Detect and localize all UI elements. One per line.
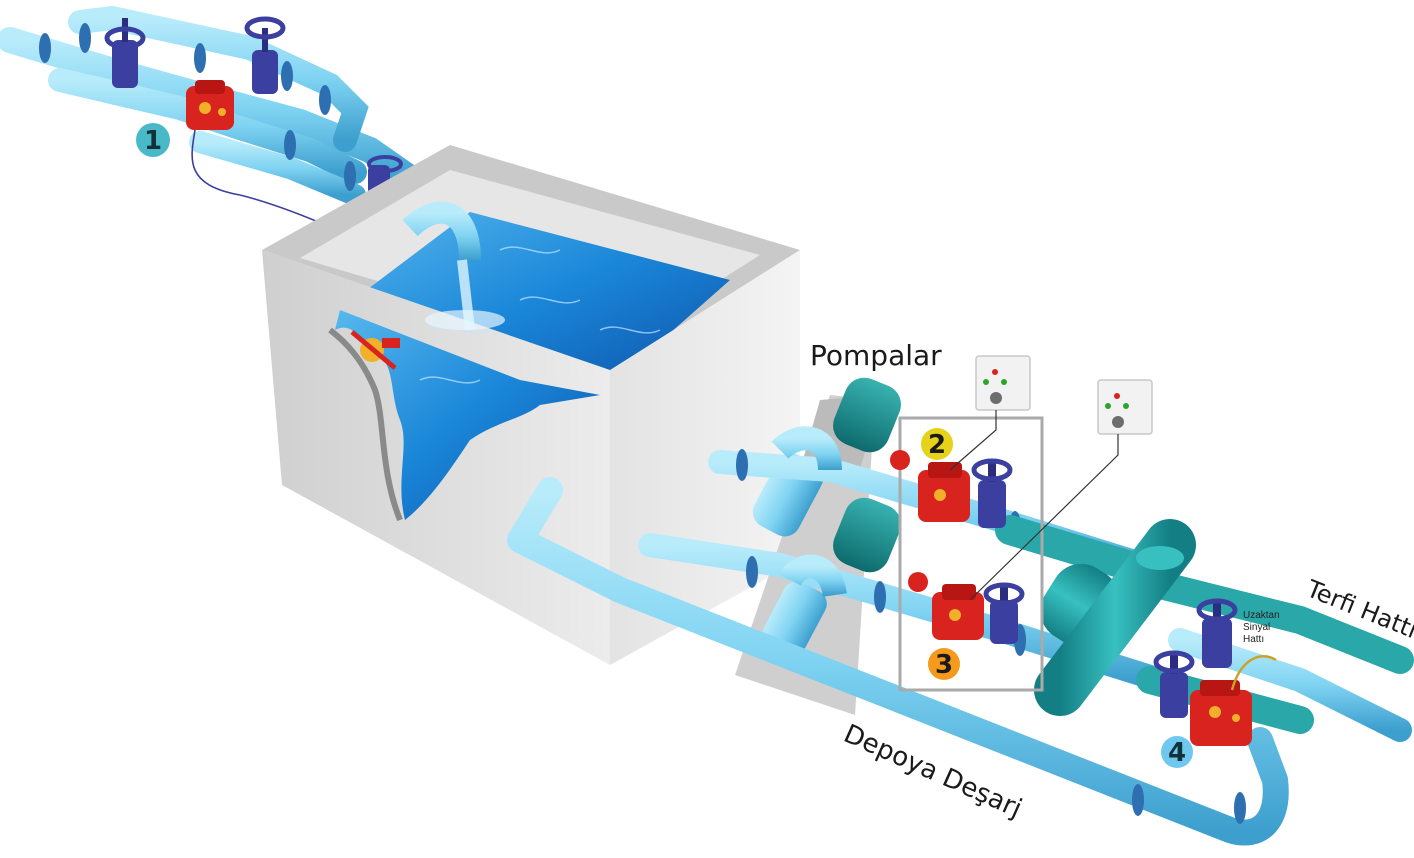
svg-text:Sinyal: Sinyal	[1243, 622, 1270, 633]
pump-icon	[833, 497, 901, 573]
svg-text:4: 4	[1168, 738, 1186, 768]
control-valve-icon	[1190, 655, 1277, 746]
marker-2: 2	[921, 428, 953, 460]
remote-signal-label: Uzaktan Sinyal Hattı	[1243, 610, 1280, 645]
control-valve-icon	[908, 572, 984, 640]
gate-valve-icon	[104, 18, 146, 88]
signal-wire	[949, 410, 997, 471]
svg-text:Hattı: Hattı	[1243, 634, 1264, 645]
svg-text:3: 3	[935, 650, 953, 680]
inlet-piping	[0, 5, 423, 206]
svg-text:1: 1	[144, 126, 162, 156]
control-box-icon	[1097, 379, 1153, 435]
control-valve-icon	[186, 80, 234, 130]
control-valve-icon	[890, 450, 970, 522]
svg-text:2: 2	[928, 430, 946, 460]
pumps-label: Pompalar	[810, 339, 942, 372]
tank-return-line	[507, 477, 1289, 846]
gate-valve-icon	[1196, 598, 1238, 668]
marker-1: 1	[136, 123, 170, 157]
signal-wire	[969, 434, 1119, 601]
marker-3: 3	[928, 648, 960, 680]
water-tank	[262, 145, 800, 665]
control-box-icon	[975, 355, 1031, 411]
pump-icon	[833, 377, 901, 453]
valve-group-frame	[898, 416, 1044, 692]
float-valve-icon	[350, 330, 400, 370]
gate-valve-icon	[971, 458, 1013, 528]
gate-valve-icon	[983, 582, 1025, 644]
gate-valve-icon	[244, 16, 286, 94]
marker-4: 4	[1161, 736, 1193, 768]
svg-text:Uzaktan: Uzaktan	[1243, 610, 1280, 621]
gate-valve-icon	[1153, 650, 1195, 718]
